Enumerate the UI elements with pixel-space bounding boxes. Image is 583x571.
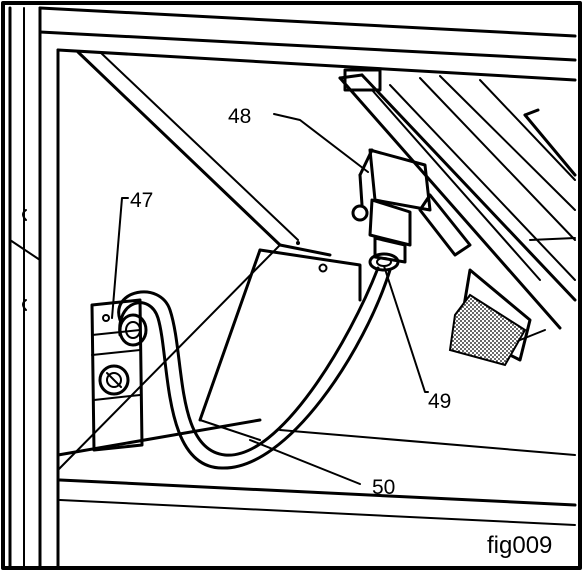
sensor-switch-48 <box>351 148 432 272</box>
callout-47: 47 <box>130 189 153 212</box>
cable-50 <box>117 266 392 470</box>
mounting-bracket <box>198 241 362 441</box>
figure-label: fig009 <box>487 532 552 559</box>
callout-48: 48 <box>228 105 251 128</box>
left-wall-panel <box>8 6 60 570</box>
cabinet-interior <box>56 48 577 526</box>
callout-49: 49 <box>428 390 451 413</box>
leader-lines <box>111 113 429 485</box>
callout-50: 50 <box>372 476 395 499</box>
slide-rail-assembly <box>338 68 577 367</box>
